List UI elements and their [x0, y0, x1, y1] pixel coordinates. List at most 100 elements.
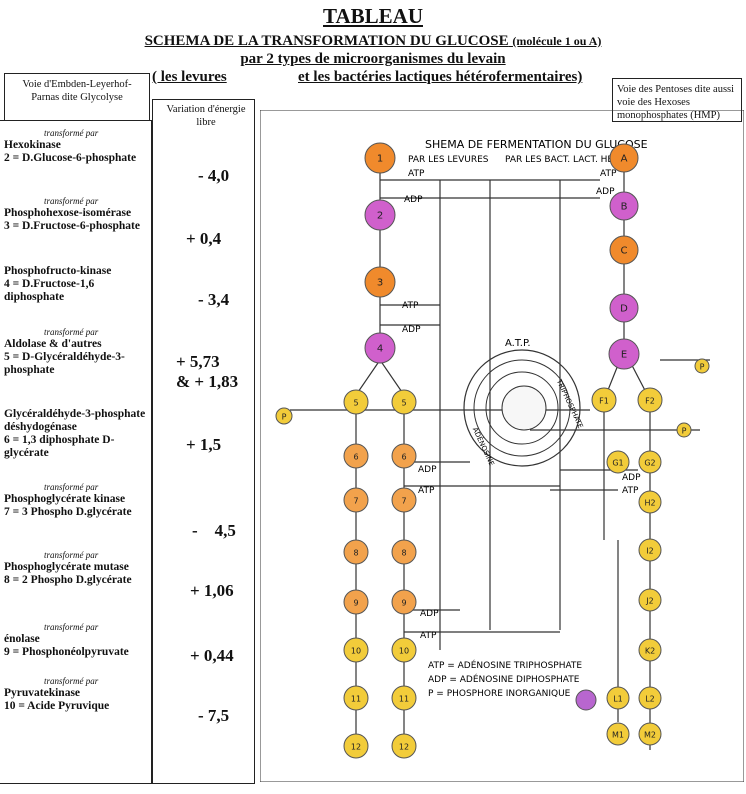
- pathway-node-circle: [343, 589, 369, 615]
- pathway-node: L2: [638, 686, 662, 710]
- pathway-node: I2: [638, 538, 662, 562]
- step-7-by: transformé par: [44, 482, 99, 492]
- pathway-node: K2: [638, 638, 662, 662]
- left-column-header: Voie d'Embden-Leyerhof-Parnas dite Glyco…: [4, 73, 150, 121]
- step-10-text: Pyruvatekinase 10 = Acide Pyruvique: [4, 687, 110, 712]
- pathway-node-label: 5: [401, 399, 406, 408]
- pathway-node-label: 9: [401, 599, 406, 608]
- step-4-text: Phosphofructo-kinase 4 = D.Fructose-1,6 …: [4, 265, 112, 303]
- pathway-node: 10: [343, 637, 369, 663]
- pathway-node: 8: [343, 539, 369, 565]
- diagram-col-right: PAR LES BACT. LACT. HÉTÉRO: [505, 153, 638, 165]
- step-5-by: transformé par: [44, 327, 99, 337]
- step-2-by: transformé par: [44, 128, 99, 138]
- pathway-node: 9: [343, 589, 369, 615]
- step-6: Glycéraldéhyde-3-phosphate déshydogénase…: [4, 408, 150, 460]
- pathway-node: 11: [391, 685, 417, 711]
- diagram-title: SHEMA DE FERMENTATION DU GLUCOSE: [425, 138, 648, 151]
- pathway-node-label: F1: [599, 397, 609, 406]
- glycolysis-steps-column: [0, 120, 152, 784]
- pathway-node-circle: [391, 685, 417, 711]
- atp-label: ATP: [622, 486, 639, 496]
- pathway-node: F1: [591, 387, 617, 413]
- adp-label: ADP: [622, 473, 641, 483]
- pathway-node-circle: [343, 637, 369, 663]
- pathway-node: P: [275, 407, 293, 425]
- pathway-node-circle: [638, 450, 662, 474]
- atp-label: ATP: [402, 301, 419, 311]
- pathway-node-label: I2: [646, 547, 653, 556]
- energy-value: + 0,44: [190, 646, 234, 665]
- legend-line: P = PHOSPHORE INORGANIQUE: [428, 689, 571, 699]
- pathway-node: 2: [364, 199, 396, 231]
- energy-value: + 1,5: [186, 435, 222, 454]
- pathway-node-circle: [391, 733, 417, 759]
- pathway-node-label: H2: [644, 499, 655, 508]
- pathway-node-circle: [609, 235, 639, 265]
- phosphate-nodes: PPP: [275, 358, 710, 711]
- pathway-node-circle: [391, 589, 417, 615]
- adp-label: ADP: [404, 195, 423, 205]
- pathway-node-label: G1: [612, 459, 623, 468]
- pathway-node: G1: [606, 450, 630, 474]
- pathway-node-circle: [364, 142, 396, 174]
- subtitle-line2: par 2 types de microorganismes du levain: [240, 51, 506, 67]
- pathway-node-circle: [343, 685, 369, 711]
- atp-ring-inner: [485, 371, 559, 445]
- pathway-node-label: A: [621, 154, 628, 165]
- energy-column: [152, 99, 255, 784]
- pathway-node-label: P: [700, 363, 705, 372]
- pathway-node-label: 6: [401, 453, 406, 462]
- pathway-node-circle: [364, 266, 396, 298]
- step-7-text: Phosphoglycérate kinase 7 = 3 Phospho D.…: [4, 493, 132, 518]
- pathway-node-circle: [638, 538, 662, 562]
- pathway-node-label: L2: [645, 695, 655, 704]
- pathway-node-label: 10: [351, 647, 361, 656]
- pathway-node-circle: [391, 443, 417, 469]
- page-title: TABLEAU: [323, 4, 423, 28]
- legend-line: ADP = ADÉNOSINE DIPHOSPHATE: [428, 673, 580, 685]
- pathway-node-circle: [391, 539, 417, 565]
- pathway-node-circle: [637, 387, 663, 413]
- step-4: Phosphofructo-kinase 4 = D.Fructose-1,6 …: [4, 265, 150, 304]
- step-3-by: transformé par: [44, 196, 99, 206]
- diagram-col-left: PAR LES LEVURES: [408, 155, 489, 165]
- atp-label: ATP: [418, 486, 435, 496]
- pathway-node-circle: [575, 689, 597, 711]
- energy-value: + 5,73: [176, 352, 220, 371]
- pathway-node-circle: [694, 358, 710, 374]
- subtitle-note: (molécule 1 ou A): [512, 34, 602, 48]
- mid-column-header: Variation d'énergie libre: [158, 99, 254, 129]
- diagram-legend: ATP = ADÉNOSINE TRIPHOSPHATE ADP = ADÉNO…: [428, 659, 582, 699]
- pathway-node-circle: [609, 191, 639, 221]
- pathway-node-circle: [609, 293, 639, 323]
- fermentation-diagram: SHEMA DE FERMENTATION DU GLUCOSE PAR LES…: [260, 110, 744, 782]
- pathway-node: L1: [606, 686, 630, 710]
- pathway-node: 3: [364, 266, 396, 298]
- pathway-node-label: 4: [377, 344, 383, 355]
- pathway-node-label: K2: [645, 647, 655, 656]
- pathway-node: 10: [391, 637, 417, 663]
- subtitle-right: et les bactéries lactiques hétéroferment…: [298, 69, 583, 85]
- pathway-node: 5: [343, 389, 369, 415]
- atp-sphere: A.T.P. ADÉNOSINE TRIPHOSPHATE: [463, 338, 584, 467]
- pathway-node: 6: [391, 443, 417, 469]
- pathway-node-circle: [606, 450, 630, 474]
- subtitle-left: ( les levures: [152, 69, 227, 85]
- pathway-node-circle: [609, 143, 639, 173]
- pathway-node: 12: [343, 733, 369, 759]
- step-8-by: transformé par: [44, 550, 99, 560]
- subtitle-main: SCHEMA DE LA TRANSFORMATION DU GLUCOSE (…: [0, 33, 746, 50]
- pathway-node: J2: [638, 588, 662, 612]
- pathway-node-circle: [606, 686, 630, 710]
- energy-value: - 4,5: [192, 521, 236, 540]
- pathway-node-circle: [364, 199, 396, 231]
- pathway-node: 9: [391, 589, 417, 615]
- pathway-node-label: 12: [351, 743, 361, 752]
- pathway-node-label: M1: [612, 731, 624, 740]
- pathway-node-label: C: [621, 246, 628, 257]
- pathway-node-label: 8: [401, 549, 406, 558]
